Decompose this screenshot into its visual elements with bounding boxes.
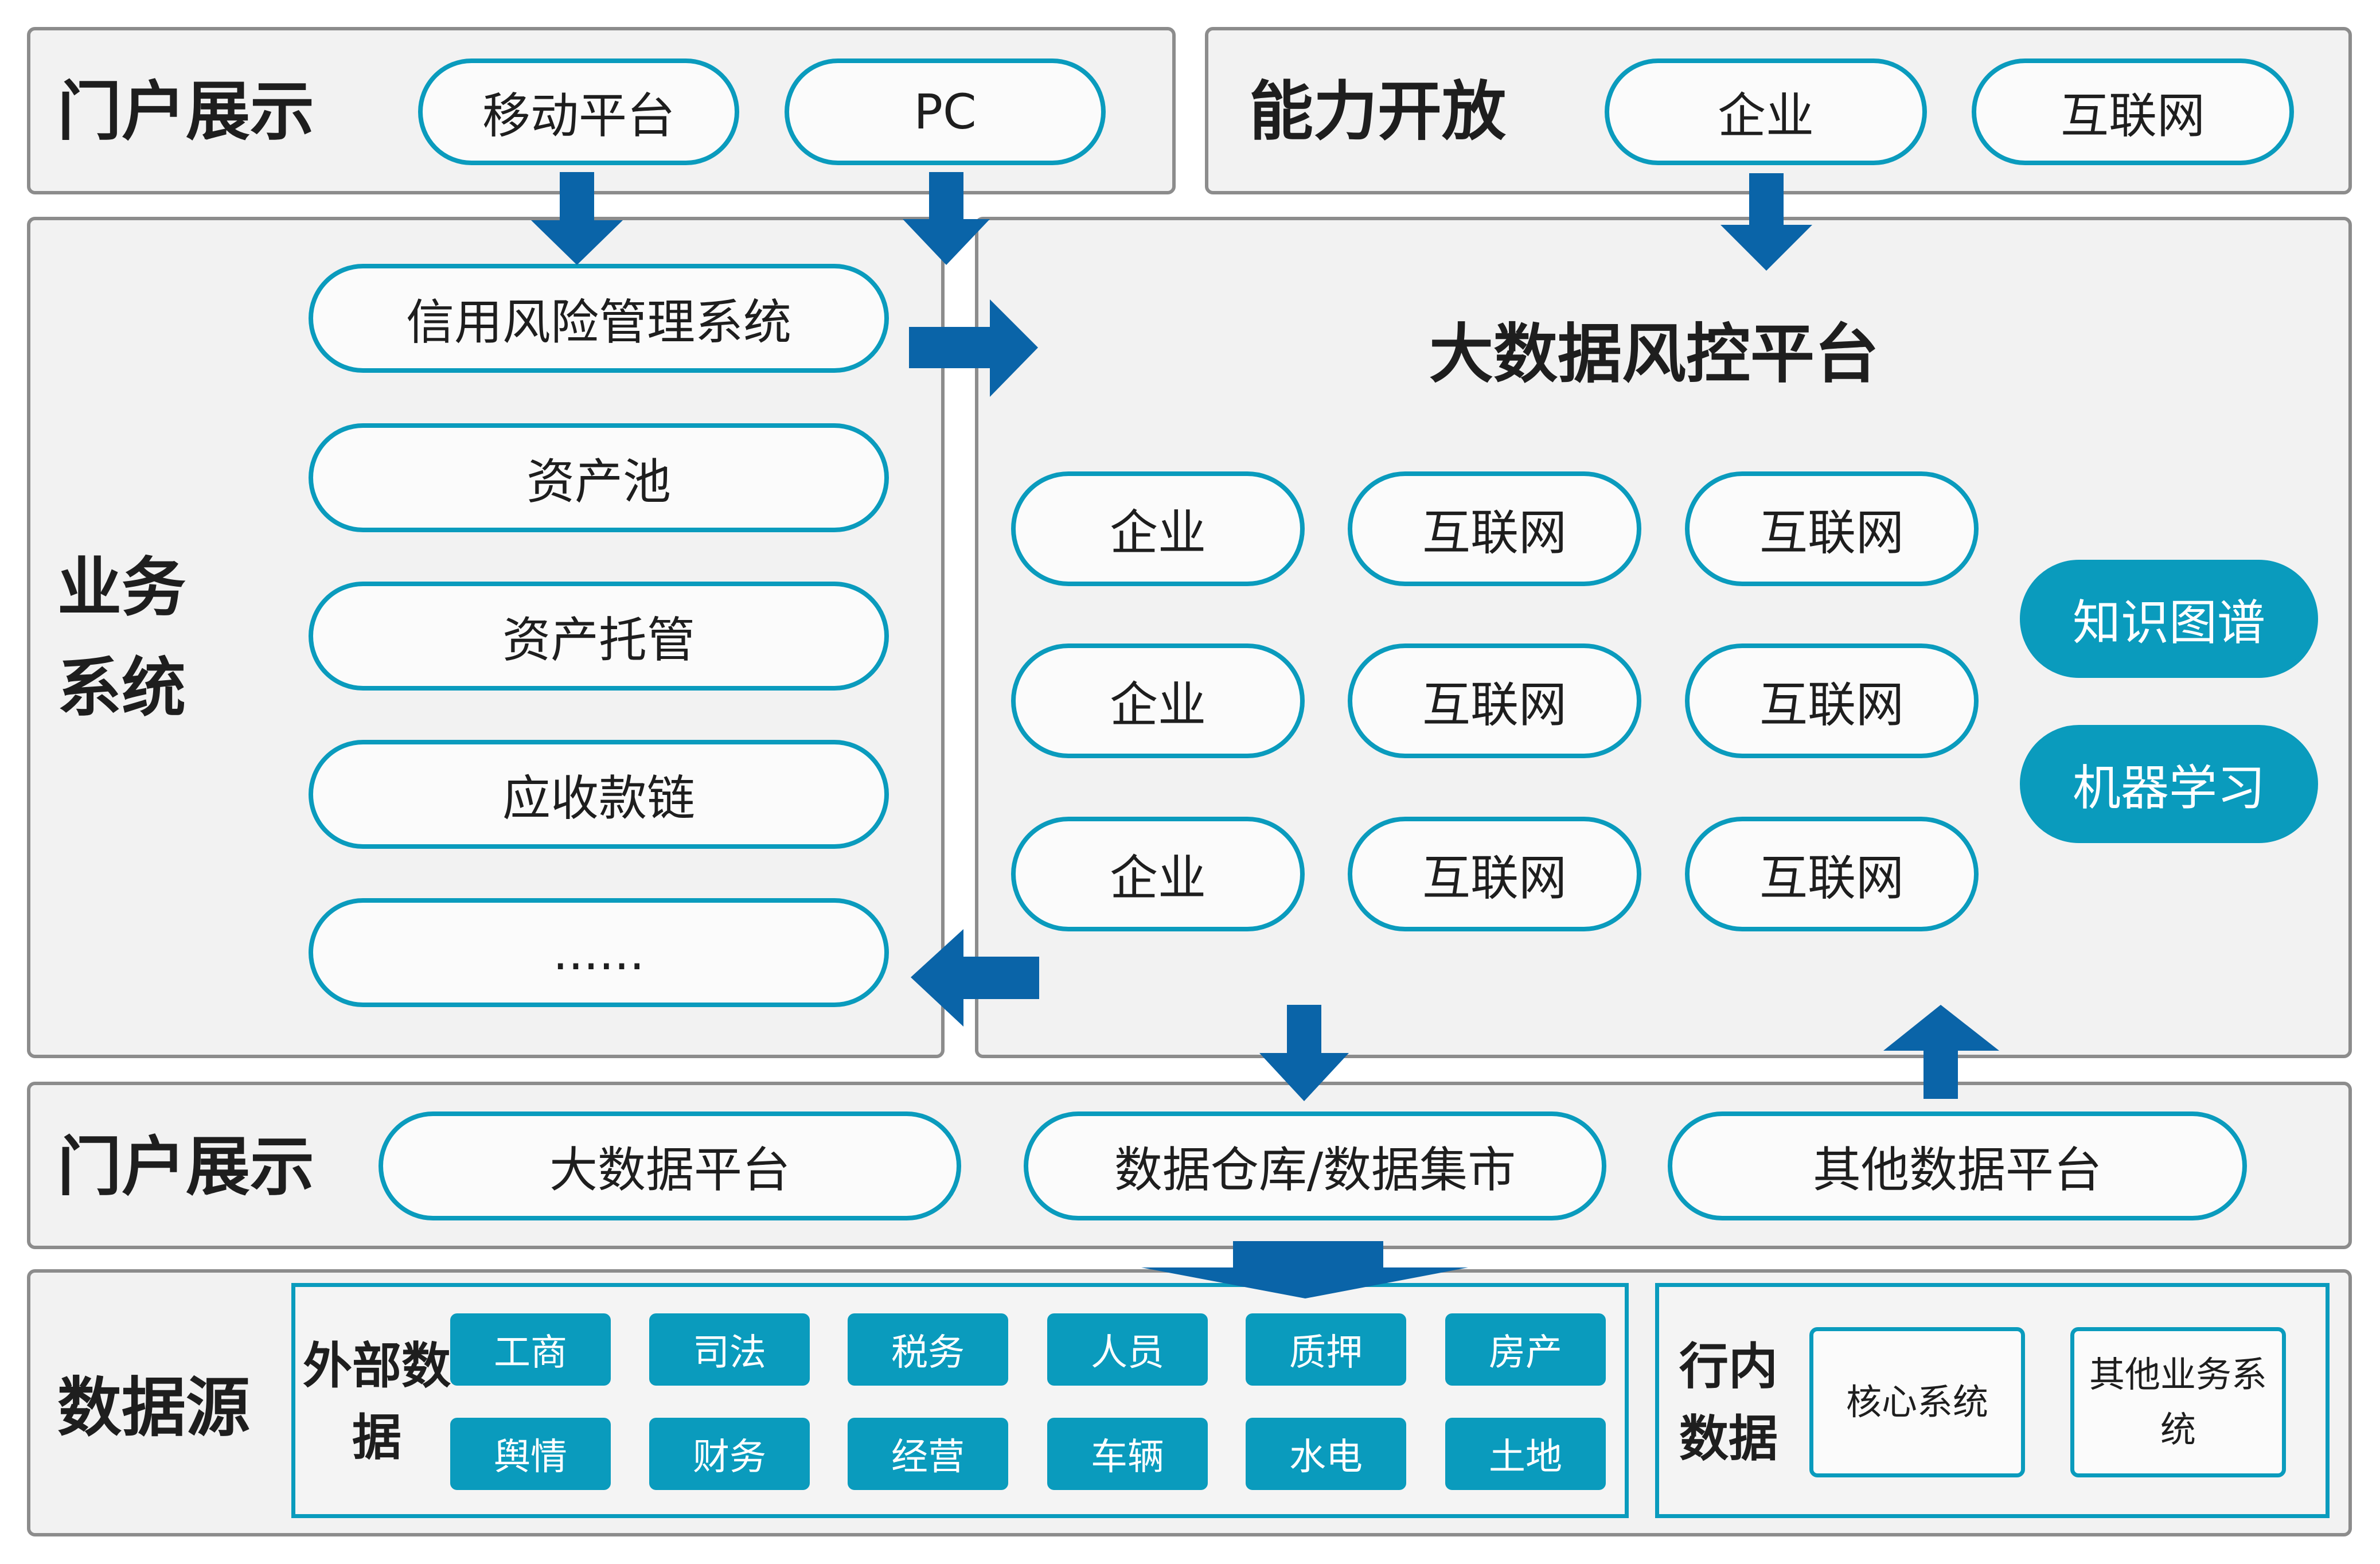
ext-tile-r2c2[interactable]: 财务 bbox=[649, 1418, 810, 1490]
internal-data-label-line2: 数据 bbox=[1679, 1410, 1778, 1468]
ext-tile-r2c6[interactable]: 土地 bbox=[1445, 1418, 1606, 1490]
risk-grid-r3c3[interactable]: 互联网 bbox=[1685, 817, 1979, 931]
portal-bottom-title: 门户展示 bbox=[57, 1130, 314, 1204]
arrow-mobile-to-business bbox=[531, 172, 623, 265]
arrow-pc-to-business bbox=[903, 172, 990, 265]
capability-enterprise-pill[interactable]: 企业 bbox=[1605, 58, 1927, 165]
risk-grid-r2c1[interactable]: 企业 bbox=[1011, 643, 1305, 758]
ext-tile-r1c2[interactable]: 司法 bbox=[649, 1313, 810, 1386]
risk-platform-title: 大数据风控平台 bbox=[1429, 317, 1879, 392]
capability-internet-pill[interactable]: 互联网 bbox=[1972, 58, 2294, 165]
arrow-capability-to-platform bbox=[1720, 173, 1812, 271]
external-data-label: 外部数据 bbox=[303, 1337, 451, 1467]
internal-data-label-line1: 行内 bbox=[1679, 1338, 1778, 1395]
capability-title: 能力开放 bbox=[1249, 75, 1506, 149]
business-title-line2: 系统 bbox=[57, 651, 186, 726]
arrow-portal-to-datasource bbox=[1141, 1241, 1468, 1298]
arrow-otherplatform-to-platform bbox=[1883, 1005, 1999, 1099]
business-item-credit-risk[interactable]: 信用风险管理系统 bbox=[309, 264, 889, 373]
core-system-box[interactable]: 核心系统 bbox=[1809, 1327, 2025, 1477]
knowledge-graph-pill[interactable]: 知识图谱 bbox=[2020, 560, 2318, 678]
arrow-platform-to-warehouse bbox=[1259, 1005, 1349, 1101]
ext-tile-r2c1[interactable]: 舆情 bbox=[450, 1418, 611, 1490]
ext-tile-r1c3[interactable]: 税务 bbox=[848, 1313, 1008, 1386]
portal-mobile-pill[interactable]: 移动平台 bbox=[418, 58, 739, 165]
arrow-platform-to-business bbox=[911, 929, 1039, 1027]
ext-tile-r1c6[interactable]: 房产 bbox=[1445, 1313, 1606, 1386]
business-item-receivables[interactable]: 应收款链 bbox=[309, 740, 889, 849]
datasource-title: 数据源 bbox=[57, 1371, 250, 1445]
risk-grid-r2c3[interactable]: 互联网 bbox=[1685, 643, 1979, 758]
ext-tile-r2c5[interactable]: 水电 bbox=[1246, 1418, 1406, 1490]
arrow-business-to-platform bbox=[909, 299, 1038, 397]
machine-learning-pill[interactable]: 机器学习 bbox=[2020, 725, 2318, 843]
business-title-line1: 业务 bbox=[57, 551, 186, 625]
data-warehouse-pill[interactable]: 数据仓库/数据集市 bbox=[1024, 1111, 1606, 1220]
portal-top-title: 门户展示 bbox=[57, 75, 314, 149]
risk-grid-r2c2[interactable]: 互联网 bbox=[1348, 643, 1641, 758]
portal-pc-pill[interactable]: PC bbox=[785, 58, 1106, 165]
business-item-asset-pool[interactable]: 资产池 bbox=[309, 423, 889, 532]
business-item-asset-custody[interactable]: 资产托管 bbox=[309, 582, 889, 691]
ext-tile-r1c1[interactable]: 工商 bbox=[450, 1313, 611, 1386]
risk-grid-r1c1[interactable]: 企业 bbox=[1011, 471, 1305, 586]
risk-grid-r1c2[interactable]: 互联网 bbox=[1348, 471, 1641, 586]
other-business-system-box[interactable]: 其他业务系统 bbox=[2070, 1327, 2286, 1477]
risk-grid-r1c3[interactable]: 互联网 bbox=[1685, 471, 1979, 586]
ext-tile-r2c3[interactable]: 经营 bbox=[848, 1418, 1008, 1490]
risk-grid-r3c1[interactable]: 企业 bbox=[1011, 817, 1305, 931]
bigdata-platform-pill[interactable]: 大数据平台 bbox=[379, 1111, 961, 1220]
risk-grid-r3c2[interactable]: 互联网 bbox=[1348, 817, 1641, 931]
ext-tile-r1c5[interactable]: 质押 bbox=[1246, 1313, 1406, 1386]
ext-tile-r2c4[interactable]: 车辆 bbox=[1047, 1418, 1208, 1490]
business-item-more[interactable]: ...... bbox=[309, 898, 889, 1007]
ext-tile-r1c4[interactable]: 人员 bbox=[1047, 1313, 1208, 1386]
other-data-platform-pill[interactable]: 其他数据平台 bbox=[1668, 1111, 2247, 1220]
